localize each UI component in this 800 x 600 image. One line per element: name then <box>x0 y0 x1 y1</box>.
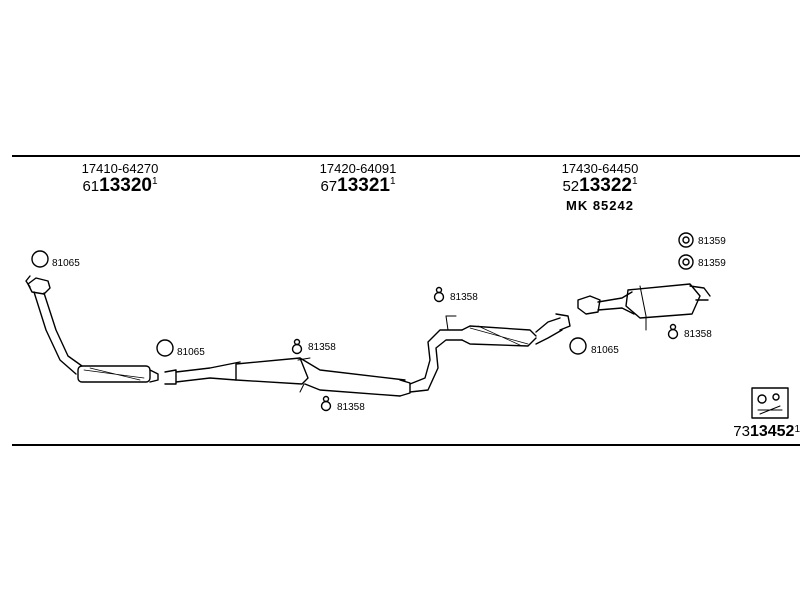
callout-gasket-rear: 81065 <box>591 345 619 356</box>
oe-number: 17410-64270 <box>81 161 159 176</box>
top-rule <box>12 155 800 157</box>
rear-silencer <box>577 283 711 331</box>
middle-pipe <box>164 329 463 397</box>
part-block-rear-silencer: 17430-64450 52133221 MK 85242 <box>550 162 650 212</box>
callout-gasket-middle: 81065 <box>177 347 205 358</box>
bottom-rule <box>12 444 800 446</box>
mounting-kit-icon <box>751 387 789 419</box>
front-pipe <box>25 275 159 383</box>
hanger-rubber-icon <box>320 395 332 412</box>
callout-hanger-4: 81358 <box>684 329 712 340</box>
gasket-ring-icon <box>569 337 587 355</box>
callout-hanger-2: 81358 <box>337 402 365 413</box>
catalog-number: 61133201 <box>82 174 158 196</box>
part-block-front-pipe: 17410-64270 61133201 <box>70 162 170 196</box>
hanger-rubber-icon <box>291 338 303 355</box>
gasket-ring-icon <box>156 339 174 357</box>
callout-hanger-1: 81358 <box>308 342 336 353</box>
callout-ring-2: 81359 <box>698 258 726 269</box>
resonator-pipe <box>445 313 571 347</box>
hanger-rubber-icon <box>667 323 679 340</box>
part-block-middle-silencer: 17420-64091 67133211 <box>308 162 408 196</box>
mounting-ring-icon <box>678 232 694 248</box>
oe-number: 17430-64450 <box>561 161 639 176</box>
callout-gasket-front: 81065 <box>52 258 80 269</box>
oe-number: 17420-64091 <box>319 161 397 176</box>
kit-catalog-number: 73134521 <box>733 423 800 440</box>
mounting-kit-number: MK 85242 <box>566 197 634 213</box>
callout-ring-1: 81359 <box>698 236 726 247</box>
catalog-number: 52133221 <box>562 174 638 196</box>
catalog-number: 67133211 <box>320 174 396 196</box>
kit-block: 73134521 <box>700 423 800 441</box>
mounting-ring-icon <box>678 254 694 270</box>
callout-hanger-3: 81358 <box>450 292 478 303</box>
hanger-rubber-icon <box>433 286 445 303</box>
gasket-ring-icon <box>31 250 49 268</box>
